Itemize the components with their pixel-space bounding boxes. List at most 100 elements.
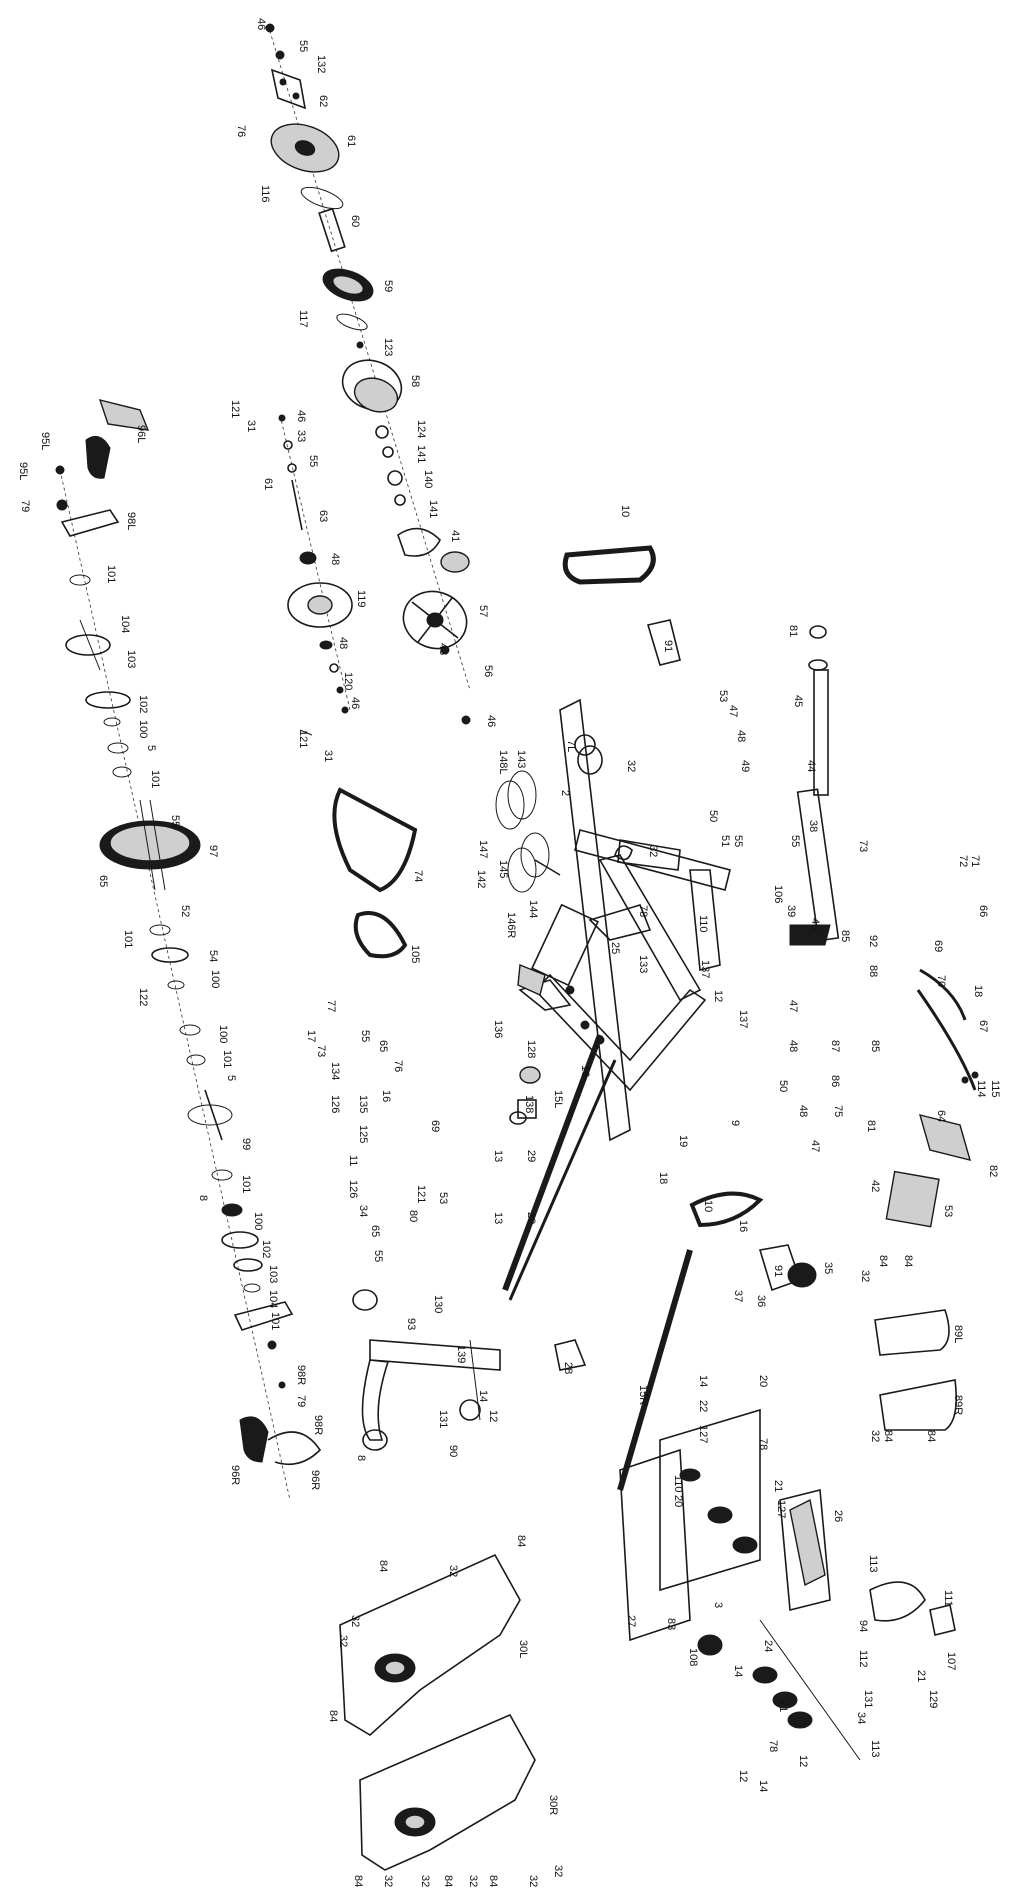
label-66: 66 (977, 905, 989, 917)
label-32h: 32 (552, 1865, 564, 1877)
label-62: 62 (317, 95, 329, 107)
label-100d: 100 (252, 1212, 264, 1230)
label-136: 136 (492, 1020, 504, 1038)
left-crank-assembly (55, 399, 322, 1501)
part-flange (65, 634, 111, 656)
label-139: 139 (455, 1345, 467, 1363)
label-100c: 100 (217, 1025, 229, 1043)
label-89R: 89R (952, 1395, 964, 1415)
label-113: 113 (867, 1555, 879, 1573)
part-crank-arm-left (60, 509, 120, 537)
label-117: 117 (297, 310, 309, 328)
label-33: 33 (295, 430, 307, 442)
label-92: 92 (867, 935, 879, 947)
label-29: 29 (525, 1150, 537, 1162)
label-16: 16 (737, 1220, 749, 1232)
label-110b: 110 (697, 915, 709, 933)
label-61: 61 (345, 135, 357, 147)
label-83: 83 (665, 1618, 677, 1630)
part-cable (919, 968, 967, 1021)
part-washer (275, 50, 285, 60)
label-73b: 73 (315, 1045, 327, 1057)
part-idler-wheel (287, 582, 353, 628)
label-70: 70 (935, 975, 947, 987)
label-126b: 126 (347, 1180, 359, 1198)
label-19: 19 (677, 1135, 689, 1147)
label-104: 104 (119, 615, 131, 633)
label-127b: 127 (775, 1500, 787, 1518)
label-141b: 141 (427, 500, 439, 518)
label-30L: 30L (517, 1640, 529, 1658)
label-115: 115 (989, 1080, 1001, 1098)
label-2: 2 (559, 790, 571, 796)
label-123: 123 (382, 338, 394, 356)
label-81b: 81 (865, 1120, 877, 1132)
label-32c: 32 (859, 1270, 871, 1282)
part-upright-tube (559, 698, 631, 1142)
label-88: 88 (867, 965, 879, 977)
label-95R: 96R (309, 1470, 321, 1490)
label-55: 55 (297, 40, 309, 52)
label-46c: 46 (295, 410, 307, 422)
label-49: 49 (739, 760, 751, 772)
part-bearing-housing (341, 359, 403, 411)
label-5b: 5 (225, 1075, 237, 1081)
label-137b: 137 (737, 1010, 749, 1028)
part-console (885, 1170, 940, 1228)
label-84e: 84 (515, 1535, 527, 1547)
label-125: 125 (357, 1125, 369, 1143)
label-113b: 113 (869, 1740, 881, 1758)
label-20b: 20 (672, 1495, 684, 1507)
label-103b: 103 (267, 1265, 279, 1283)
label-114: 114 (975, 1080, 987, 1098)
label-55b: 55 (169, 815, 181, 827)
label-32j: 32 (467, 1875, 479, 1887)
label-78: 78 (637, 905, 649, 917)
label-18b: 18 (657, 1172, 669, 1184)
part-bracket (270, 68, 307, 110)
label-12: 12 (487, 1410, 499, 1422)
label-31b: 31 (322, 750, 334, 762)
label-63: 63 (317, 510, 329, 522)
label-91: 91 (662, 640, 674, 652)
label-48d: 48 (787, 1040, 799, 1052)
label-85b: 85 (869, 1040, 881, 1052)
label-50b: 50 (777, 1080, 789, 1092)
label-8: 8 (197, 1195, 209, 1201)
label-47: 47 (727, 705, 739, 717)
part-small-belt (353, 911, 408, 959)
label-142: 142 (475, 870, 487, 888)
label-9: 9 (729, 1120, 741, 1126)
label-55f: 55 (359, 1030, 371, 1042)
label-103: 103 (125, 650, 137, 668)
label-15R: 15R (637, 1385, 649, 1405)
label-32i: 32 (527, 1875, 539, 1887)
part-pedal-right (879, 1379, 958, 1431)
label-32: 32 (625, 760, 637, 772)
label-40: 40 (809, 918, 821, 930)
label-55e: 55 (789, 835, 801, 847)
label-82: 82 (987, 1165, 999, 1177)
label-56: 56 (482, 665, 494, 677)
label-76: 76 (235, 125, 247, 137)
label-89L: 89L (952, 1325, 964, 1343)
label-108: 108 (687, 1648, 699, 1666)
label-10b: 10 (702, 1200, 714, 1212)
label-118: 98R (312, 1415, 324, 1435)
label-38: 38 (807, 820, 819, 832)
right-side-parts (787, 924, 979, 1431)
label-69: 69 (932, 940, 944, 952)
part-belt-lower (689, 1191, 764, 1228)
label-55g: 55 (372, 1250, 384, 1262)
label-96L: 96L (135, 425, 147, 443)
part-seat-back (789, 1498, 826, 1587)
part-nut (265, 23, 275, 33)
label-146R: 146R (505, 912, 517, 938)
label-32g: 32 (337, 1635, 349, 1647)
part-spacer-ring (300, 186, 344, 210)
label-90: 90 (447, 1445, 459, 1457)
label-133: 133 (637, 955, 649, 973)
label-55d: 55 (732, 835, 744, 847)
label-84f: 84 (377, 1560, 389, 1572)
part-pedal-left (874, 1309, 950, 1356)
